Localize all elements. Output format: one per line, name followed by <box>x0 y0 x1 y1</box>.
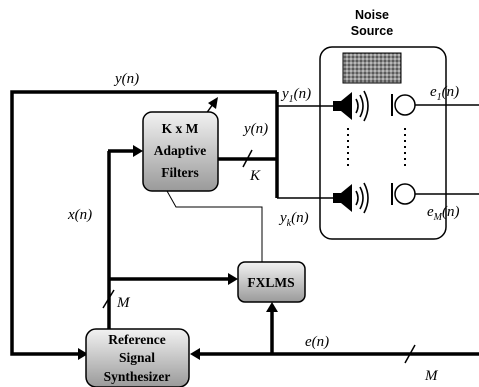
microphone-m-icon <box>391 183 416 205</box>
adaptive-label-line3: Filters <box>161 165 198 180</box>
reference-signal-synthesizer-block: Reference Signal Synthesizer <box>85 328 190 387</box>
synth-label-line2: Signal <box>119 350 155 365</box>
y-feedback-arrowhead <box>78 348 88 360</box>
noise-source-title-line1: Noise <box>355 8 389 22</box>
bus-K-label: K <box>249 168 261 184</box>
adaptation-arrowhead <box>208 97 218 109</box>
y-feedback-line <box>10 90 277 356</box>
y-top-label: y(n) <box>113 71 139 87</box>
synth-label-line1: Reference <box>108 332 165 347</box>
e-label: e(n) <box>305 334 329 350</box>
loudspeaker-k-icon <box>333 182 369 214</box>
loudspeaker-1-icon <box>333 90 369 122</box>
fxlms-update-line <box>166 190 263 262</box>
bus-M-right-label: M <box>424 368 439 384</box>
synth-label-line3: Synthesizer <box>104 369 171 384</box>
adaptive-label-line2: Adaptive <box>154 143 207 158</box>
y1-label: y1(n) <box>280 86 311 105</box>
bus-M-left-label: M <box>116 295 131 311</box>
eM-label: eM(n) <box>427 204 460 223</box>
x-to-fxlms-arrowhead <box>228 273 238 285</box>
fxlms-label: FXLMS <box>247 275 294 290</box>
x-to-adaptive-arrowhead <box>133 145 143 157</box>
noise-source-block <box>342 52 402 84</box>
e1-label: e1(n) <box>430 84 459 103</box>
noise-source-title-line2: Source <box>351 24 393 38</box>
adaptive-label-line1: K x M <box>162 121 199 136</box>
bus-M-left-slash <box>102 289 115 309</box>
yk-label: yk(n) <box>278 210 309 229</box>
bus-M-right-slash <box>404 344 416 364</box>
bus-K-slash <box>242 149 253 168</box>
x-label: x(n) <box>67 207 92 223</box>
fxlms-block: FXLMS <box>237 261 306 303</box>
e-to-fxlms-arrowhead <box>266 302 278 312</box>
adaptive-filters-block: K x M Adaptive Filters <box>142 111 219 192</box>
e-bus-arrowhead <box>190 348 200 360</box>
y-bus-label: y(n) <box>242 121 268 137</box>
